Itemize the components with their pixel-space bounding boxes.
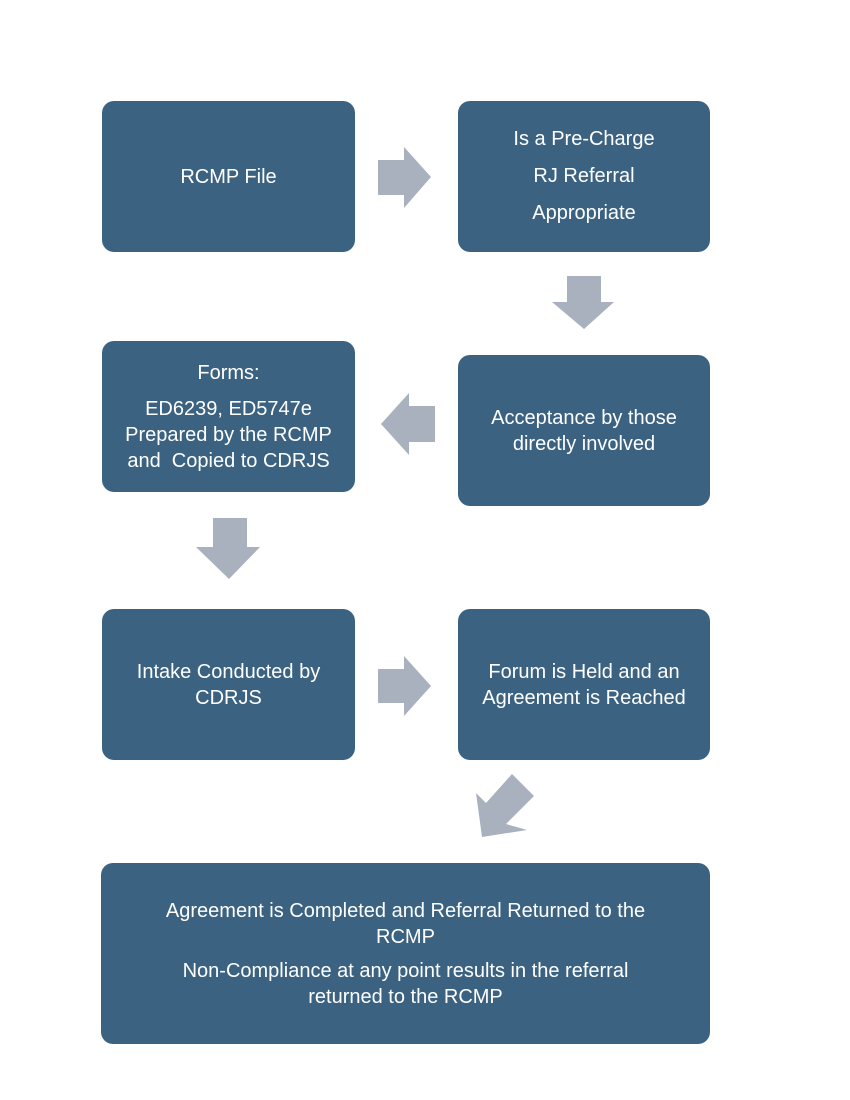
- step-forms-line-2: ED6239, ED5747e: [145, 397, 312, 420]
- step-forum-line-2: Agreement is Reached: [482, 686, 686, 709]
- step-agreement-completed: Agreement is Completed and Referral Retu…: [101, 863, 710, 1044]
- step-pre-charge-line-1: Is a Pre-Charge: [513, 128, 655, 150]
- final-paragraph-1-line-1: Agreement is Completed and Referral Retu…: [165, 899, 646, 922]
- arrow-forum-to-final: [476, 774, 534, 837]
- final-paragraph-2: Non-Compliance at any point results in t…: [183, 958, 629, 1010]
- step-forms: Forms: ED6239, ED5747e Prepared by the R…: [102, 341, 355, 492]
- arrow-pre-charge-to-acceptance: [552, 276, 614, 329]
- step-forms-line-3: Prepared by the RCMP: [125, 423, 332, 446]
- arrow-forms-to-intake: [196, 518, 260, 579]
- step-acceptance: Acceptance by those directly involved: [458, 355, 710, 506]
- final-paragraph-1: Agreement is Completed and Referral Retu…: [166, 898, 645, 950]
- step-acceptance-line-1: Acceptance by those: [491, 406, 677, 429]
- step-pre-charge-referral: Is a Pre-Charge RJ Referral Appropriate: [458, 101, 710, 252]
- arrow-rcmp-file-to-pre-charge: [378, 147, 431, 208]
- arrow-intake-to-forum: [378, 656, 431, 716]
- step-rcmp-file: RCMP File: [102, 101, 355, 252]
- step-intake-line-2: CDRJS: [195, 686, 262, 709]
- step-forms-line-1: Forms:: [197, 361, 260, 384]
- step-forum: Forum is Held and an Agreement is Reache…: [458, 609, 710, 760]
- step-forms-line-4: and Copied to CDRJS: [127, 449, 330, 472]
- final-paragraph-2-line-1: Non-Compliance at any point results in t…: [182, 959, 629, 982]
- final-paragraph-1-line-2: RCMP: [376, 925, 435, 948]
- step-rcmp-file-line-1: RCMP File: [180, 165, 277, 188]
- final-paragraph-2-line-2: returned to the RCMP: [308, 985, 503, 1008]
- step-pre-charge-line-2: RJ Referral: [533, 165, 635, 187]
- arrow-acceptance-to-forms: [381, 393, 435, 455]
- step-intake: Intake Conducted by CDRJS: [102, 609, 355, 760]
- step-forum-line-1: Forum is Held and an: [488, 660, 680, 683]
- step-pre-charge-line-3: Appropriate: [532, 202, 636, 224]
- step-intake-line-1: Intake Conducted by: [136, 660, 321, 683]
- step-acceptance-line-2: directly involved: [512, 432, 656, 455]
